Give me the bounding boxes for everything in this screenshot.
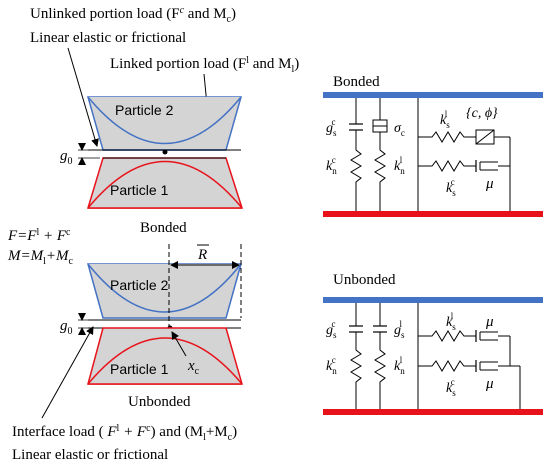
- unbonded-bottom-plate: [323, 409, 543, 415]
- unbonded-state-label: Unbonded: [128, 394, 191, 410]
- bonded-state-label: Bonded: [140, 220, 187, 236]
- svg-text:knc: knc: [326, 155, 337, 176]
- interface-load-label: Interface load ( Fl + Fc) and (Ml+Mc): [12, 423, 237, 443]
- bonded-bottom-plate: [323, 211, 543, 217]
- svg-text:σc: σc: [394, 121, 405, 138]
- svg-text:knc: knc: [326, 355, 337, 376]
- svg-text:gsc: gsc: [326, 319, 337, 340]
- svg-text:μ: μ: [485, 314, 494, 330]
- unbonded-top-plate: [323, 297, 543, 303]
- svg-text:F=Fl + Fc: F=Fl + Fc: [7, 227, 71, 244]
- svg-text:Unlinked portion load (Fc and: Unlinked portion load (Fc and Mc): [30, 5, 236, 25]
- unbonded-model-title: Unbonded: [333, 272, 396, 288]
- svg-text:ksc: ksc: [446, 377, 456, 398]
- unbonded-rheological-model: Unbonded gsc knc gsl knl ksl μ: [323, 272, 543, 415]
- svg-text:gsl: gsl: [394, 319, 405, 340]
- force-equation: F=Fl + Fc: [7, 227, 71, 244]
- svg-text:μ: μ: [485, 176, 494, 192]
- bonded-model-title: Bonded: [333, 74, 380, 90]
- linear-elastic-bottom-label: Linear elastic or frictional: [12, 447, 168, 463]
- xc-label: xc: [187, 358, 200, 377]
- bonded-particle-2-label: Particle 2: [115, 102, 174, 118]
- unbonded-particle-1-label: Particle 1: [110, 361, 169, 377]
- svg-text:M=Ml+Mc: M=Ml+Mc: [7, 248, 74, 267]
- svg-text:Interface load ( Fl + Fc) and: Interface load ( Fl + Fc) and (Ml+Mc): [12, 423, 237, 443]
- interface-arrow: [41, 326, 94, 419]
- bonded-gap-label: g0: [60, 148, 73, 167]
- svg-text:ksl: ksl: [440, 109, 450, 130]
- svg-text:{c, ϕ}: {c, ϕ}: [466, 106, 498, 121]
- svg-text:ksl: ksl: [446, 311, 456, 332]
- unbonded-gap-label: g0: [60, 318, 73, 337]
- bonded-top-plate: [323, 92, 543, 98]
- rbar-label: R: [197, 247, 207, 263]
- unlinked-arrow: [67, 47, 99, 147]
- unbonded-contact: Particle 2 R Particle 1 xc g0 Unbonded: [60, 244, 243, 410]
- bonded-particle-1-label: Particle 1: [110, 182, 169, 198]
- linked-load-label: Linked portion load (Fl and Ml): [110, 55, 299, 75]
- unlinked-load-label: Unlinked portion load (Fc and Mc): [30, 5, 236, 25]
- svg-text:knl: knl: [394, 155, 405, 176]
- bonded-contact: Particle 2 Particle 1 g0 Bonded: [60, 96, 244, 236]
- bonded-rheological-model: Bonded gsc knc σc knl ksl {c, ϕ} k: [323, 74, 543, 217]
- svg-text:Linked portion load (Fl and Ml: Linked portion load (Fl and Ml): [110, 55, 299, 75]
- svg-text:ksc: ksc: [446, 177, 456, 198]
- moment-equation: M=Ml+Mc: [7, 248, 74, 267]
- svg-text:gsc: gsc: [326, 117, 337, 138]
- linear-elastic-top-label: Linear elastic or frictional: [30, 30, 186, 46]
- svg-text:μ: μ: [485, 376, 494, 392]
- unbonded-particle-2-label: Particle 2: [110, 277, 169, 293]
- svg-text:knl: knl: [394, 355, 405, 376]
